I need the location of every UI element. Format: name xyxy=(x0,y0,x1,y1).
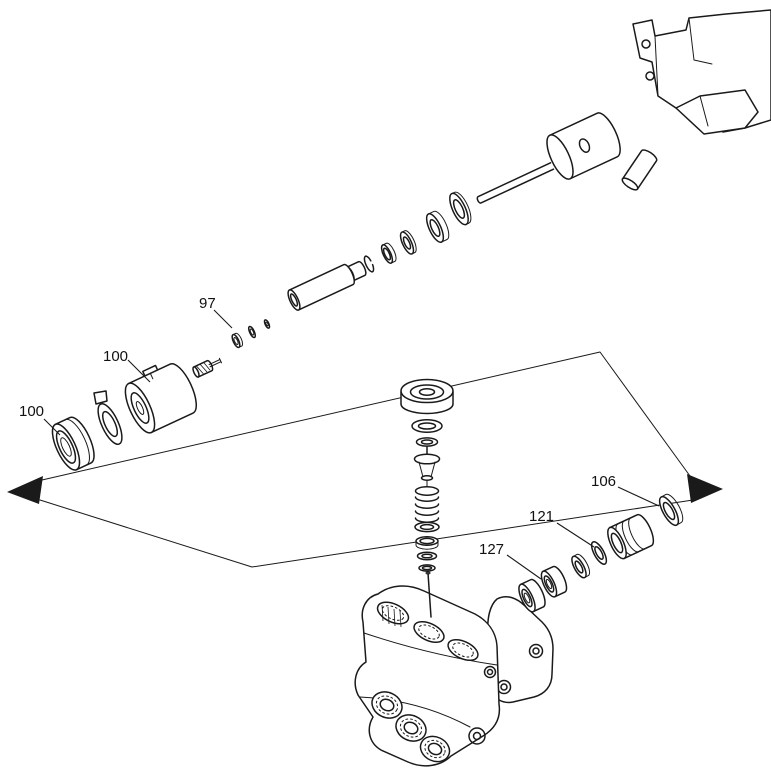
direction-arrow-band xyxy=(7,351,723,568)
callout-106: 106 xyxy=(591,473,616,490)
callout-97: 97 xyxy=(199,295,216,312)
top-port xyxy=(413,620,445,644)
small-ring xyxy=(247,325,257,339)
washer xyxy=(414,521,440,533)
seal-stack xyxy=(518,493,684,613)
valve-kit-97 xyxy=(192,319,271,378)
callout-100-a: 100 xyxy=(103,348,128,365)
cup-seal-127 xyxy=(518,578,546,613)
oil-seal xyxy=(425,210,450,244)
spring xyxy=(414,486,440,523)
piston-sleeve xyxy=(124,362,197,434)
washer-medium xyxy=(399,230,417,255)
right-arrowhead-icon xyxy=(687,474,723,503)
leader-100-b xyxy=(43,418,61,436)
o-ring-small xyxy=(416,551,438,561)
bottom-boss xyxy=(468,727,486,745)
callout-labels: 97 100 100 106 121 127 xyxy=(19,295,616,558)
ring-medium xyxy=(380,242,397,264)
front-port xyxy=(371,691,403,719)
valve-pin xyxy=(425,571,432,618)
spacer-tube xyxy=(287,263,356,311)
small-washer xyxy=(231,332,244,349)
piston-rod-assembly xyxy=(287,112,658,311)
cup-seal xyxy=(51,416,95,471)
washer-large xyxy=(449,191,472,226)
cup-seal-127 xyxy=(540,565,568,598)
side-port xyxy=(483,665,497,679)
packing-assembly-100 xyxy=(51,362,197,471)
front-port xyxy=(419,735,451,763)
piston-rod xyxy=(476,162,555,204)
left-arrowhead-icon xyxy=(7,476,43,504)
adjuster-screw xyxy=(192,357,223,378)
valve-manifold xyxy=(354,585,554,767)
manifold-body xyxy=(354,585,501,767)
leader-127 xyxy=(506,554,542,580)
piston-guide xyxy=(546,112,621,180)
thread-hatch xyxy=(381,604,402,628)
flange-bolt-hole xyxy=(528,643,544,659)
spacer-ring xyxy=(415,536,439,550)
leader-lines xyxy=(43,309,660,580)
washer-small xyxy=(415,437,439,447)
seat-ring xyxy=(418,564,436,572)
unloader-valve-stack xyxy=(400,378,454,618)
leader-106 xyxy=(617,486,660,507)
bolt-hole xyxy=(641,39,651,49)
valve-cap xyxy=(400,378,454,415)
bolt-hole xyxy=(645,71,655,81)
leader-97 xyxy=(213,309,233,329)
packing-gland xyxy=(607,513,655,560)
guide-hole xyxy=(578,138,591,153)
valve-poppet xyxy=(413,446,441,487)
leader-121 xyxy=(556,522,595,548)
callout-127: 127 xyxy=(479,541,504,558)
o-ring xyxy=(411,419,443,433)
small-ring xyxy=(263,319,271,329)
retaining-ring xyxy=(363,255,375,273)
washer-key-tab xyxy=(93,390,108,405)
leader-100-a xyxy=(127,359,151,383)
backup-washer xyxy=(571,553,591,579)
callout-100-b: 100 xyxy=(19,403,44,420)
keyed-washer xyxy=(93,390,123,445)
pump-housing xyxy=(632,9,771,135)
callout-121: 121 xyxy=(529,508,554,525)
seal-106 xyxy=(658,493,684,527)
o-ring-121 xyxy=(590,541,608,565)
top-port xyxy=(447,638,479,662)
front-port xyxy=(395,714,427,742)
drive-pin xyxy=(621,149,658,191)
